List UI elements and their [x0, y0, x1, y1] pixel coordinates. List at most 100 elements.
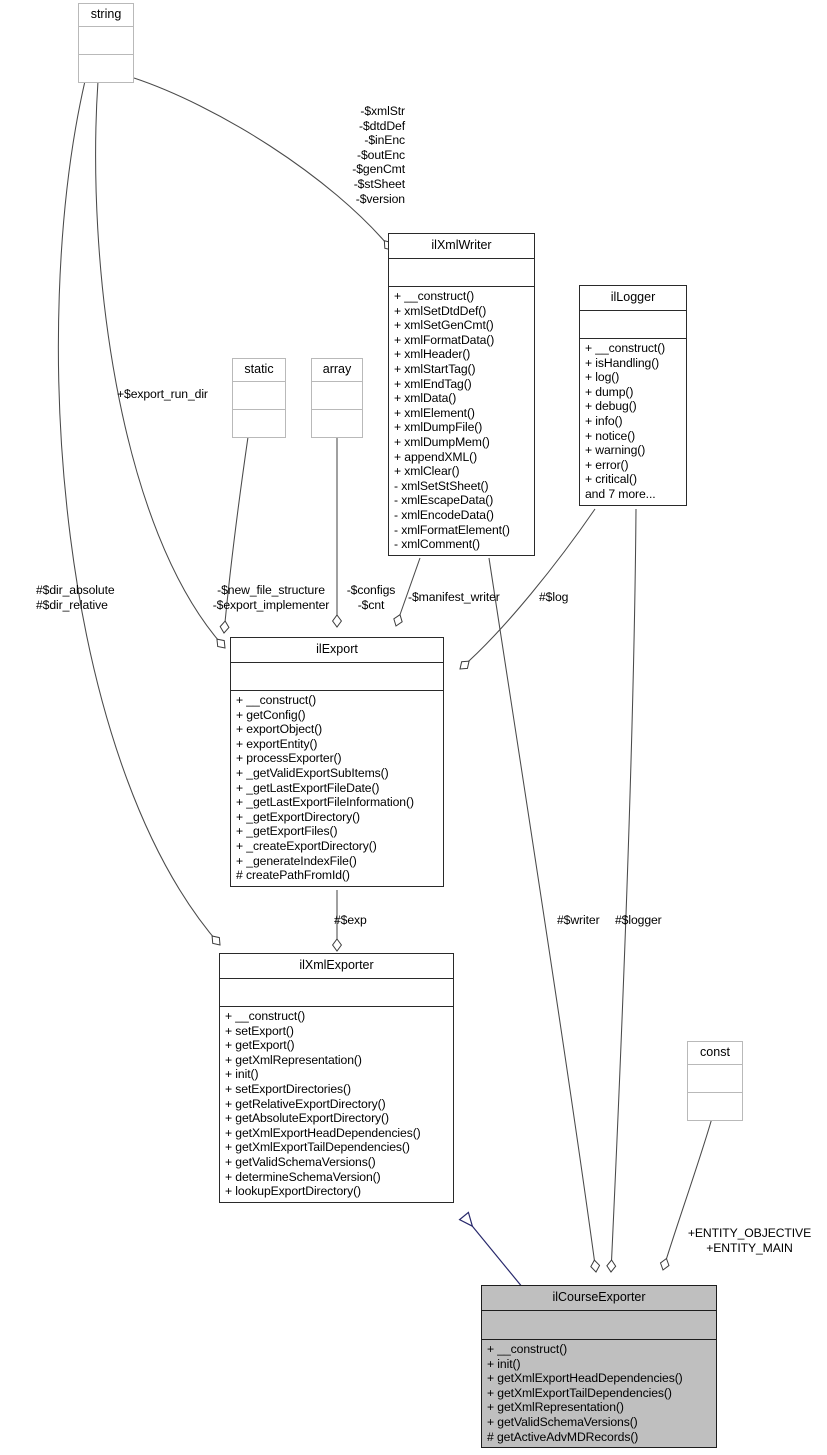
class-operations-array	[312, 410, 362, 437]
class-member-row: + getValidSchemaVersions()	[487, 1414, 638, 1429]
class-member-row: + _getLastExportFileInformation()	[236, 795, 414, 810]
edge-label-manifest-writer: -$manifest_writer	[408, 590, 500, 604]
edge-label-writer: #$writer	[557, 913, 600, 927]
class-attributes-array	[312, 382, 362, 410]
class-member-row: + getXmlExportTailDependencies()	[225, 1140, 410, 1155]
class-member-row: + getXmlExportHeadDependencies()	[487, 1371, 683, 1386]
class-node-array[interactable]: array	[311, 358, 363, 438]
class-member-row: + _getLastExportFileDate()	[236, 780, 380, 795]
class-member-row: # createPathFromId()	[236, 868, 350, 883]
class-member-row: + xmlData()	[394, 391, 457, 406]
edge-label-dir-fields: #$dir_absolute #$dir_relative	[36, 583, 115, 612]
edge-label-exp: #$exp	[334, 913, 367, 927]
class-member-row: + getXmlExportTailDependencies()	[487, 1385, 672, 1400]
edge-label-entities: +ENTITY_OBJECTIVE +ENTITY_MAIN	[687, 1226, 812, 1255]
class-member-row: - xmlEscapeData()	[394, 493, 494, 508]
class-member-row: + log()	[585, 370, 620, 385]
class-member-row: + getXmlRepresentation()	[487, 1400, 624, 1415]
class-attributes-string	[79, 27, 133, 55]
class-member-row: + __construct()	[394, 289, 475, 303]
edge-string-to-ilexport	[95, 80, 225, 648]
class-node-ilcourseexporter[interactable]: ilCourseExporter + __construct()+ init()…	[481, 1285, 717, 1449]
edge-inheritance-ilxmlexporter-ilcourseexporter	[464, 1216, 524, 1289]
class-member-row: + xmlFormatData()	[394, 332, 495, 347]
class-attributes-ilxmlexporter	[220, 979, 453, 1007]
class-member-row: + xmlClear()	[394, 464, 460, 479]
class-name-ilcourseexporter: ilCourseExporter	[482, 1286, 716, 1311]
class-member-row: + getValidSchemaVersions()	[225, 1154, 376, 1169]
class-node-static[interactable]: static	[232, 358, 286, 438]
class-member-row: + processExporter()	[236, 751, 342, 766]
class-member-row: + __construct()	[236, 693, 317, 707]
class-node-ilxmlexporter[interactable]: ilXmlExporter + __construct()+ setExport…	[219, 953, 454, 1203]
class-member-row: + xmlEndTag()	[394, 376, 472, 391]
class-member-row: + error()	[585, 457, 629, 472]
class-operations-illogger: + __construct()+ isHandling()+ log()+ du…	[580, 339, 686, 505]
class-attributes-illogger	[580, 311, 686, 339]
class-name-ilxmlexporter: ilXmlExporter	[220, 954, 453, 979]
class-member-row: + warning()	[585, 443, 646, 458]
class-member-row: + xmlSetDtdDef()	[394, 303, 487, 318]
class-node-const[interactable]: const	[687, 1041, 743, 1121]
edge-label-logger: #$logger	[615, 913, 662, 927]
class-member-row: + dump()	[585, 384, 634, 399]
class-member-row: + xmlDumpFile()	[394, 420, 483, 435]
class-node-string[interactable]: string	[78, 3, 134, 83]
class-member-row: + _getValidExportSubItems()	[236, 765, 389, 780]
class-node-illogger[interactable]: ilLogger + __construct()+ isHandling()+ …	[579, 285, 687, 506]
class-member-row: + __construct()	[225, 1009, 306, 1023]
class-member-row: + getAbsoluteExportDirectory()	[225, 1111, 389, 1126]
class-member-row: - xmlFormatElement()	[394, 522, 510, 537]
class-member-row: + xmlSetGenCmt()	[394, 318, 494, 333]
class-name-static: static	[233, 359, 285, 382]
class-member-row: + xmlStartTag()	[394, 361, 476, 376]
class-attributes-ilxmlwriter	[389, 259, 534, 287]
class-member-row: + _getExportFiles()	[236, 824, 338, 839]
class-operations-ilcourseexporter: + __construct()+ init()+ getXmlExportHea…	[482, 1340, 716, 1448]
class-member-row: + critical()	[585, 472, 637, 487]
class-member-row: + appendXML()	[394, 449, 478, 464]
class-member-row: + xmlElement()	[394, 405, 475, 420]
class-member-row: + getConfig()	[236, 707, 306, 722]
class-member-row: + xmlHeader()	[394, 347, 471, 362]
class-member-row: + _createExportDirectory()	[236, 838, 377, 853]
class-attributes-ilcourseexporter	[482, 1311, 716, 1340]
class-member-row: + __construct()	[585, 341, 666, 355]
class-member-row: + __construct()	[487, 1342, 568, 1356]
class-member-row: + _generateIndexFile()	[236, 853, 357, 868]
edge-label-export-run-dir: +$export_run_dir	[117, 387, 208, 401]
edge-illogger-to-ilcourseexporter	[611, 508, 637, 1272]
class-name-ilxmlwriter: ilXmlWriter	[389, 234, 534, 259]
class-member-row: - xmlEncodeData()	[394, 507, 494, 522]
class-name-array: array	[312, 359, 362, 382]
class-member-row: + init()	[487, 1356, 521, 1371]
class-member-row: and 7 more...	[585, 486, 656, 501]
class-member-row: + exportEntity()	[236, 736, 318, 751]
class-member-row: + getExport()	[225, 1038, 295, 1053]
class-name-const: const	[688, 1042, 742, 1065]
class-member-row: + isHandling()	[585, 355, 660, 370]
class-member-row: + init()	[225, 1067, 259, 1082]
class-member-row: + notice()	[585, 428, 636, 443]
class-attributes-const	[688, 1065, 742, 1093]
class-node-ilexport[interactable]: ilExport + __construct()+ getConfig() + e…	[230, 637, 444, 887]
class-operations-ilxmlexporter: + __construct()+ setExport()+ getExport(…	[220, 1007, 453, 1202]
class-member-row: - xmlComment()	[394, 537, 480, 552]
edge-string-to-ilxmlexporter	[57, 80, 220, 945]
class-member-row: + getRelativeExportDirectory()	[225, 1096, 386, 1111]
class-name-ilexport: ilExport	[231, 638, 443, 663]
class-member-row: + _getExportDirectory()	[236, 809, 361, 824]
class-name-illogger: ilLogger	[580, 286, 686, 311]
class-member-row: - xmlSetStSheet()	[394, 478, 489, 493]
class-operations-static	[233, 410, 285, 437]
class-member-row: + lookupExportDirectory()	[225, 1184, 362, 1199]
class-operations-const	[688, 1093, 742, 1120]
class-member-row: + setExportDirectories()	[225, 1081, 351, 1096]
class-node-ilxmlwriter[interactable]: ilXmlWriter + __construct()+ xmlSetDtdDe…	[388, 233, 535, 556]
edge-label-configs-cnt: -$configs -$cnt	[346, 583, 396, 612]
class-member-row: + info()	[585, 413, 623, 428]
class-member-row: + debug()	[585, 399, 637, 414]
class-operations-string	[79, 55, 133, 82]
class-attributes-static	[233, 382, 285, 410]
